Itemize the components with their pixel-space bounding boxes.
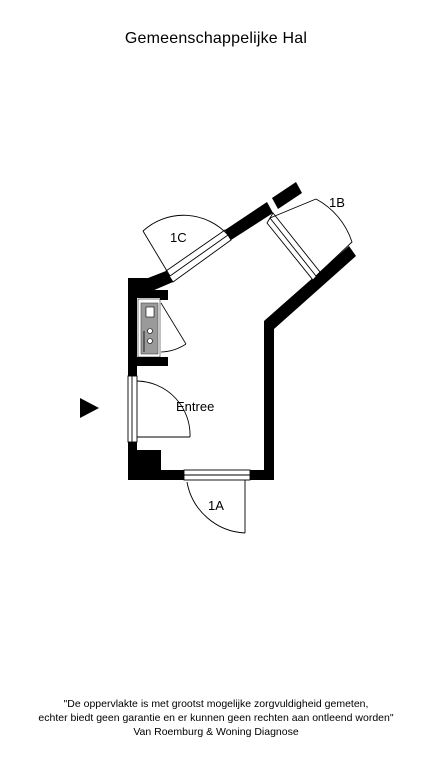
- wall-right-diagonal: [264, 246, 356, 329]
- disclaimer-line-1: "De oppervlakte is met grootst mogelijke…: [63, 698, 369, 710]
- disclaimer-line-2: echter biedt geen garantie en er kunnen …: [38, 712, 394, 724]
- cupboard-wall-right: [160, 290, 168, 300]
- door-1b-leaf: [269, 198, 317, 219]
- cupboard-door-arc: [160, 343, 187, 353]
- wall-left-upper: [128, 278, 137, 376]
- door-1c-arc: [142, 214, 229, 236]
- entrance-arrow-icon: [80, 398, 99, 418]
- meter-dial-lower: [147, 338, 153, 344]
- door-1b-frame: [266, 212, 321, 281]
- entrance-door-arc: [136, 380, 191, 438]
- entrance-door-frame: [127, 375, 138, 443]
- walls: [128, 182, 356, 480]
- page-title: Gemeenschappelijke Hal: [124, 30, 308, 47]
- meter-unit-top: [145, 306, 155, 318]
- wall-right: [264, 321, 274, 480]
- doors: [127, 198, 353, 534]
- door-1a-arc: [186, 481, 246, 534]
- wall-top-right: [272, 182, 302, 209]
- wall-bottom-right: [250, 470, 274, 480]
- door-1c-sill: [169, 234, 229, 277]
- door-1b-arc: [315, 198, 353, 277]
- meter-dial-upper: [147, 328, 153, 334]
- cupboard-wall-top: [128, 290, 168, 298]
- wall-bottom-left: [128, 470, 184, 480]
- disclaimer-line-3: Van Roemburg & Woning Diagnose: [133, 726, 299, 738]
- wall-top-middle: [225, 202, 273, 240]
- label-door-1b: 1B: [329, 195, 345, 210]
- label-door-1c: 1C: [170, 230, 187, 245]
- door-1b-sill: [269, 217, 317, 277]
- cupboard-door-leaf: [160, 302, 187, 345]
- door-1c-leaf: [142, 230, 171, 277]
- meter-cupboard: [137, 298, 187, 358]
- disclaimer: "De oppervlakte is met grootst mogelijke…: [0, 697, 432, 739]
- label-door-1a: 1A: [208, 498, 224, 513]
- label-entrance: Entree: [176, 399, 214, 414]
- cupboard-wall-bottom: [128, 357, 168, 366]
